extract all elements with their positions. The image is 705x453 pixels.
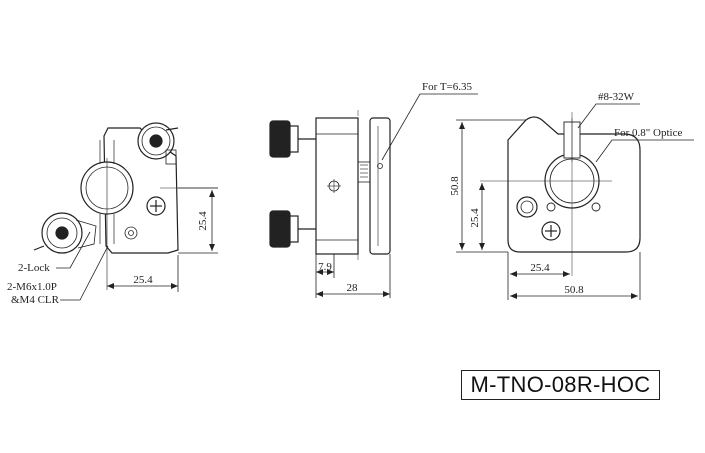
optic-label: For 0.8" Optice — [614, 127, 682, 139]
model-number-box: M-TNO-08R-HOC — [461, 370, 660, 400]
back-view-left-hole-icon — [516, 196, 538, 218]
front-view-vertical-dim: 25.4 — [197, 211, 209, 231]
side-view-small-dim: 7.9 — [318, 261, 332, 273]
top-lock-knob-icon — [137, 122, 179, 165]
thickness-label: For T=6.35 — [422, 81, 473, 93]
back-view-dimensions — [456, 103, 694, 300]
front-view-mount-hole — [124, 226, 138, 240]
side-view-dimensions — [315, 93, 478, 298]
back-view-width-dim: 50.8 — [564, 284, 584, 296]
side-view-total-dim: 28 — [347, 282, 359, 294]
front-view-screw-icon — [146, 196, 166, 216]
back-view-center-height-dim: 25.4 — [469, 208, 481, 228]
side-view — [269, 110, 391, 262]
bottom-lock-knob-icon — [33, 212, 97, 254]
side-view-front-plate — [369, 117, 391, 255]
mount-label-line2: &M4 CLR — [11, 294, 60, 306]
front-view — [33, 122, 218, 290]
screw-label: #8-32W — [598, 91, 635, 103]
back-view-height-dim: 50.8 — [449, 176, 461, 196]
back-view — [480, 112, 641, 276]
model-number: M-TNO-08R-HOC — [470, 372, 651, 397]
lock-label: 2-Lock — [18, 262, 50, 274]
front-view-horizontal-dim: 25.4 — [133, 274, 153, 286]
lower-adjuster-knob-icon — [269, 210, 316, 248]
mount-label-line1: 2-M6x1.0P — [7, 281, 57, 293]
back-view-pin-hole — [546, 202, 556, 212]
front-view-dimensions — [56, 187, 218, 301]
upper-adjuster-knob-icon — [269, 120, 316, 158]
back-view-center-width-dim: 25.4 — [530, 262, 550, 274]
back-view-pin-hole — [591, 202, 601, 212]
back-view-screw-icon — [541, 221, 561, 241]
